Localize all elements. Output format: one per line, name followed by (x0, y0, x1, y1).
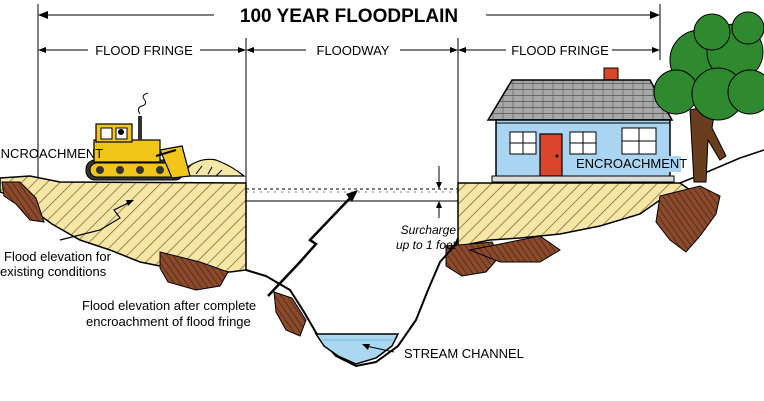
stream-channel-label: STREAM CHANNEL (404, 346, 524, 361)
flood-existing-line1: Flood elevation for (4, 249, 112, 264)
flood-after-line1: Flood elevation after complete (82, 298, 256, 313)
surcharge-line2: up to 1 foot (396, 238, 457, 252)
bulldozer-icon (85, 92, 246, 181)
rock (273, 291, 307, 337)
floodplain-dimension: 100 YEAR FLOODPLAIN (37, 4, 661, 190)
surcharge-line1: Surcharge (401, 223, 457, 237)
rock (159, 251, 229, 291)
ground-profile (0, 148, 764, 401)
zone-label-left-fringe: FLOOD FRINGE (95, 43, 193, 58)
zone-dimensions: FLOOD FRINGE FLOODWAY FLOOD FRINGE (38, 38, 660, 270)
rock (1, 181, 45, 223)
stream-pointer (365, 345, 395, 353)
flood-after-line2: encroachment of flood fringe (86, 314, 251, 329)
zone-label-right-fringe: FLOOD FRINGE (511, 43, 609, 58)
diagram-title: 100 YEAR FLOODPLAIN (240, 6, 458, 27)
encroachment-right-bg (575, 156, 681, 172)
rock (468, 235, 561, 263)
encroachment-left-label: ENCROACHMENT (0, 146, 103, 161)
zone-label-floodway: FLOODWAY (317, 43, 390, 58)
rock (655, 185, 721, 253)
flood-existing-line2: existing conditions (0, 264, 107, 279)
flood-after-arrow (267, 195, 353, 297)
stream-water (314, 333, 400, 365)
tree-icon (653, 11, 764, 183)
encroachment-right-label: ENCROACHMENT (576, 156, 687, 171)
flood-existing-pointer (59, 201, 131, 241)
